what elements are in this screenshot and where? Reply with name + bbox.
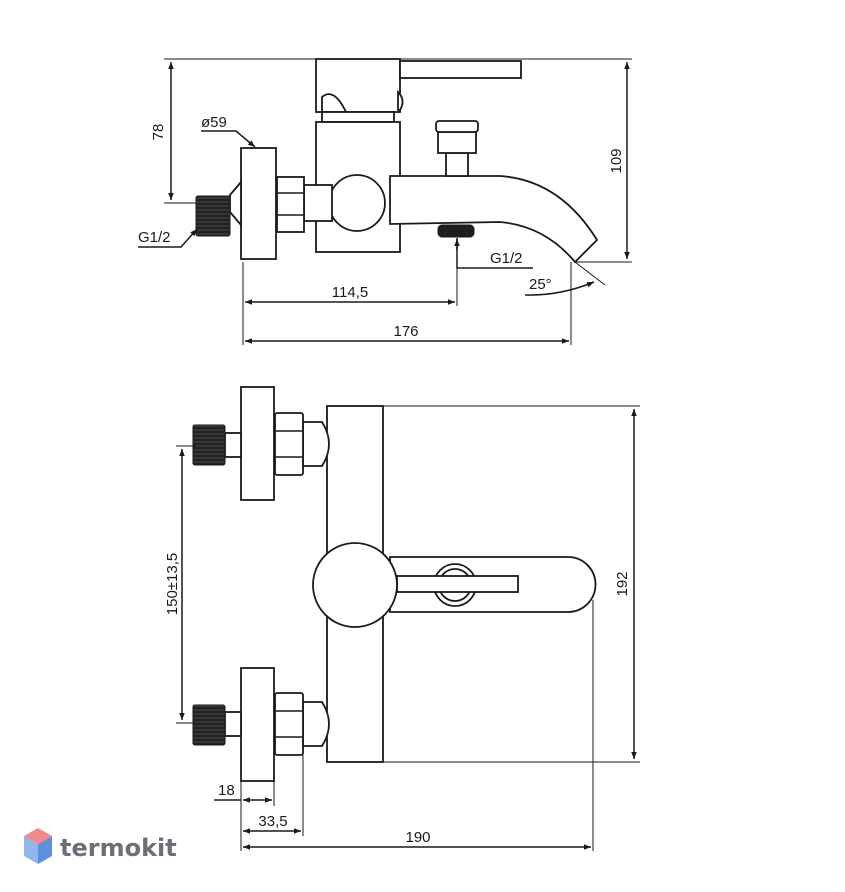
termokit-logo: termokit — [24, 828, 177, 864]
label-33-5: 33,5 — [258, 813, 287, 830]
front-view: 150±13,5 192 18 33,5 190 — [164, 386, 640, 851]
leader-thread-left — [138, 228, 198, 248]
mixer-ball-front — [312, 542, 398, 628]
label-190: 190 — [405, 829, 430, 846]
leader-d59 — [201, 130, 256, 148]
lever-joint-right — [397, 89, 404, 111]
eccentric-upper — [224, 432, 242, 458]
spout — [389, 175, 599, 264]
label-109: 109 — [608, 148, 625, 173]
angle-arc — [524, 281, 595, 296]
label-angle: 25° — [529, 276, 552, 293]
hex-nut — [276, 176, 305, 233]
diverter-stem — [445, 152, 469, 177]
label-d59: ø59 — [201, 114, 227, 131]
spout-thread — [437, 224, 475, 238]
cube-icon — [24, 828, 52, 864]
flange-lower — [240, 667, 275, 782]
wall-flange — [240, 147, 277, 260]
connector — [303, 184, 333, 222]
mixer-ball — [328, 174, 386, 232]
label-114-5: 114,5 — [332, 284, 368, 301]
label-thread-left: G1/2 — [138, 229, 171, 246]
inlet-thread — [195, 195, 231, 237]
label-192: 192 — [614, 571, 631, 596]
label-176: 176 — [393, 323, 418, 340]
connector-lower — [302, 701, 330, 747]
diverter-body — [437, 131, 477, 154]
eccentric-cone — [229, 179, 242, 228]
diverter-knob — [435, 120, 479, 133]
lever-top — [396, 575, 519, 593]
body-neck — [321, 111, 395, 123]
flange-upper — [240, 386, 275, 501]
angle-ref-line — [574, 261, 606, 286]
inlet-thread-lower — [192, 704, 226, 746]
lever-handle — [399, 60, 522, 79]
label-150: 150±13,5 — [164, 553, 181, 615]
label-thread-spout: G1/2 — [490, 250, 523, 267]
logo-wordmark: termokit — [60, 834, 177, 862]
side-view: 78 109 ø59 G1/2 G1/2 25° 114,5 176 — [138, 58, 632, 345]
hex-nut-upper — [274, 412, 304, 476]
hex-nut-lower — [274, 692, 304, 756]
label-78: 78 — [150, 124, 167, 141]
eccentric-lower — [224, 711, 242, 737]
connector-upper — [302, 421, 330, 467]
label-18: 18 — [218, 782, 235, 799]
inlet-thread-upper — [192, 424, 226, 466]
